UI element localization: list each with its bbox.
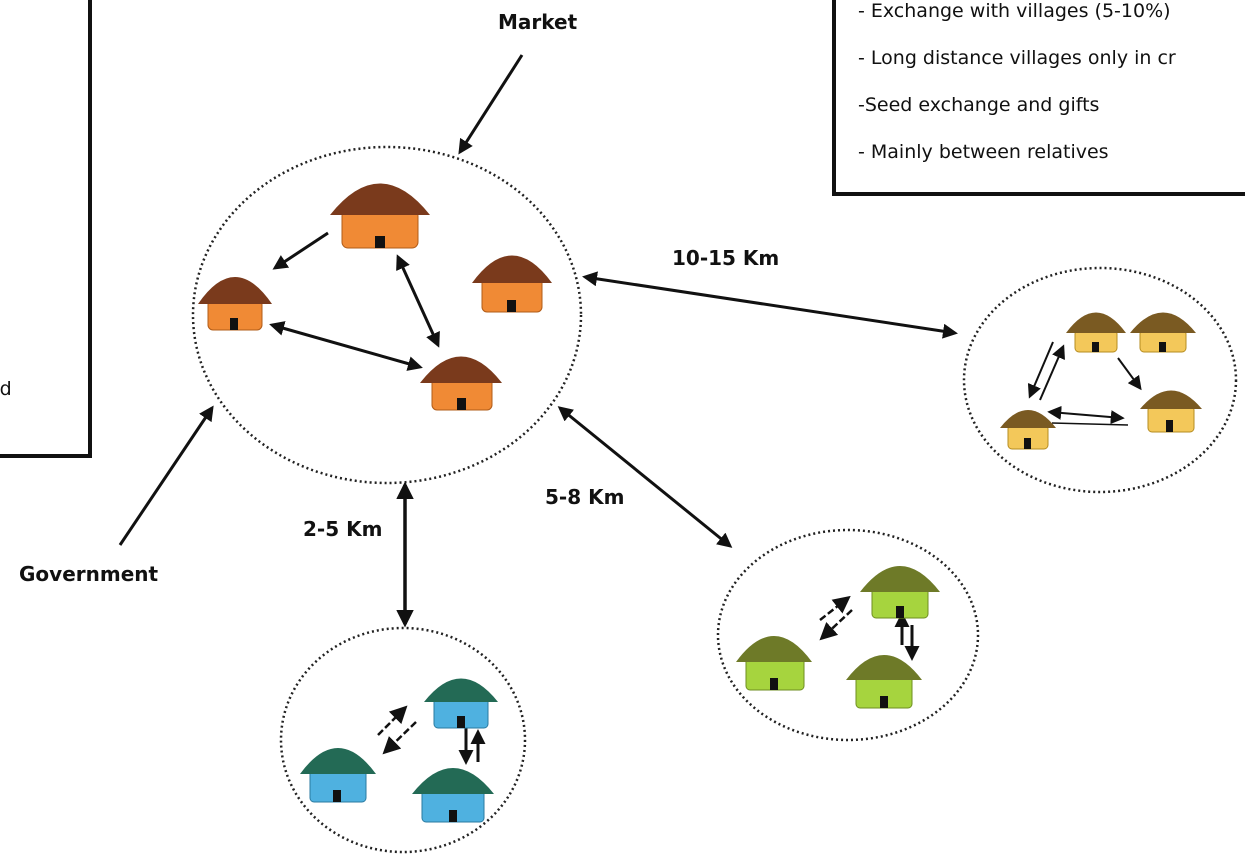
market-label: Market	[498, 10, 578, 34]
hut-mid-3	[846, 655, 922, 709]
hut-main-left	[198, 277, 272, 331]
main-village-circle	[191, 145, 583, 485]
hut-main-bottom	[420, 356, 502, 411]
far-village-circle	[962, 266, 1238, 494]
exchange-arrow	[819, 595, 851, 621]
note-line: - Mainly between relatives	[858, 141, 1109, 163]
near-village-circle	[279, 626, 527, 854]
exchange-arrow	[382, 721, 417, 755]
left-note-box: and	[0, 0, 92, 458]
left-note-text: and	[0, 378, 12, 400]
note-line: - Long distance villages only in cr	[858, 47, 1176, 69]
government-arrow	[118, 405, 214, 546]
exchange-arrow	[1047, 405, 1125, 425]
hut-mid-2	[736, 636, 812, 691]
hut-far-3	[1000, 410, 1056, 450]
hut-far-4	[1140, 390, 1202, 433]
exchange-arrow	[377, 705, 408, 736]
mid-village-circle	[716, 528, 980, 742]
market-arrow	[458, 54, 524, 155]
distance-label-5-8: 5-8 Km	[545, 485, 625, 509]
exchange-arrow	[1117, 357, 1142, 391]
exchange-arrow	[396, 254, 440, 348]
hut-main-top	[330, 183, 430, 249]
distance-label-10-15: 10-15 Km	[672, 246, 780, 270]
hut-near-3	[412, 768, 494, 823]
hut-mid-1	[860, 566, 940, 619]
hut-far-1	[1066, 312, 1126, 353]
exchange-arrow	[269, 321, 423, 371]
exchange-arrow	[1051, 422, 1129, 426]
government-label: Government	[19, 562, 159, 586]
note-line: -Seed exchange and gifts	[858, 94, 1100, 116]
hut-main-right	[472, 255, 552, 313]
exchange-arrow	[272, 231, 329, 270]
exchange-arrow	[1027, 341, 1054, 399]
distance-arrow-10-15	[582, 271, 958, 339]
exchange-arrow	[1039, 344, 1065, 401]
note-line: - Exchange with villages (5-10%)	[858, 0, 1171, 22]
hut-near-1	[424, 678, 498, 729]
exchange-arrow	[819, 609, 853, 641]
right-note-box: - Exchange with villages (5-10%) - Long …	[832, 0, 1245, 196]
distance-label-2-5: 2-5 Km	[303, 517, 383, 541]
distance-arrow-5-8	[557, 406, 733, 548]
hut-near-2	[300, 748, 376, 803]
hut-far-2	[1130, 312, 1196, 353]
